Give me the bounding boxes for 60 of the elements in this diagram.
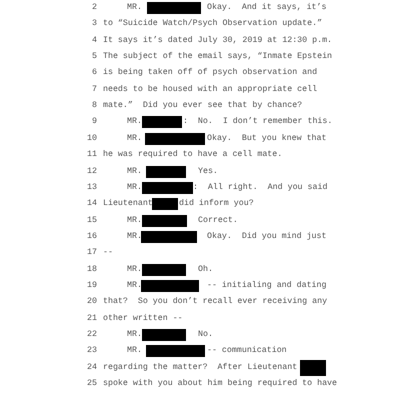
transcript-text: Okay. And it says, it’s [207,3,326,13]
line-number: 4 [91,36,97,46]
line-number: 2 [91,3,97,13]
transcript-text: mate.” Did you ever see that by chance? [103,101,302,112]
line-number: 25 [86,379,97,390]
transcript-text: MR. [127,346,142,356]
transcript-text: MR. [127,3,142,13]
transcript-text: needs to be housed with an appropriate cell [103,84,318,95]
line-number: 11 [86,150,97,160]
transcript-text: It says it’s dated July 30, 2019 at 12:30 p.m. [103,36,332,46]
line-number: 8 [91,101,97,112]
transcript-text: did inform you? [179,199,254,210]
transcript-text: MR. [127,232,142,242]
line-number: 23 [86,346,97,356]
line-number: 12 [86,166,97,176]
transcript-text: Lieutenant [103,199,153,210]
transcript-text: to “Suicide Watch/Psych Observation update.” [103,19,322,30]
transcript-text: MR. [127,166,142,176]
line-number: 17 [86,248,97,258]
transcript-text: regarding the matter? After Lieutenant [103,362,298,373]
transcript-text: Oh. [198,264,213,275]
line-number: 18 [86,264,97,275]
line-number: 3 [91,19,97,30]
transcript-text: Yes. [198,166,218,176]
line-number: 9 [91,117,97,128]
line-number: 6 [91,68,97,78]
transcript-text: MR. [127,330,142,340]
line-number: 21 [86,314,97,324]
transcript-text: No. [198,330,213,340]
transcript-text: MR. [127,264,142,275]
transcript-text: -- communication [207,346,287,356]
transcript-text: spoke with you about him being required to have [103,379,338,390]
transcript-text: -- [103,248,113,258]
transcript-text: MR. [127,134,142,144]
line-number: 10 [86,134,97,144]
transcript-text: MR. [127,280,142,291]
line-number: 19 [86,280,97,291]
line-number: 7 [91,84,97,95]
transcript-text: -- initialing and dating [207,280,326,291]
line-number: 20 [86,297,97,308]
line-number: 24 [86,362,97,373]
transcript-text: : No. I don’t remember this. [183,117,332,128]
transcript-text: that? So you don’t recall ever receiving any [103,297,328,308]
line-number: 14 [86,199,97,210]
transcript-text: other written -- [103,314,183,324]
line-number: 22 [86,330,97,340]
transcript-text: Okay. Did you mind just [207,232,326,242]
transcript-text: MR. [127,117,142,128]
transcript-text: : All right. And you said [193,182,328,193]
transcript-text: he was required to have a cell mate. [103,150,282,160]
line-number: 15 [86,216,97,226]
line-number: 13 [86,182,97,193]
line-number: 16 [86,232,97,242]
transcript-text: Correct. [198,216,238,226]
line-number: 5 [91,52,97,62]
transcript-text: MR. [127,216,142,226]
transcript-text: is being taken off of psych observation and [103,68,318,78]
transcript-text: The subject of the email says, “Inmate Epstein [103,52,332,62]
transcript-text: MR. [127,182,142,193]
transcript-text: Okay. But you knew that [207,134,326,144]
